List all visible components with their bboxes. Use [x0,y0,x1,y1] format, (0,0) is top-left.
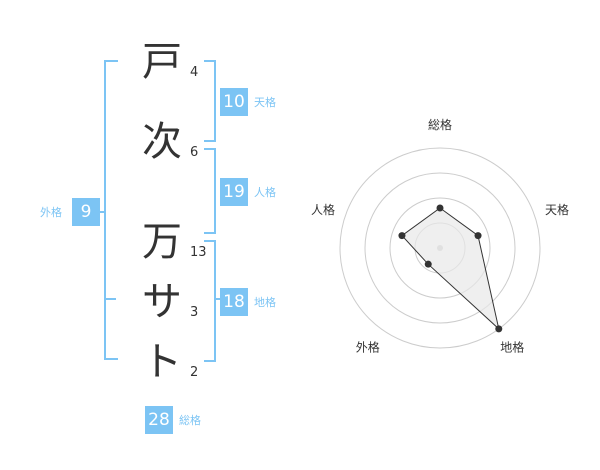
tenkaku-bracket [204,60,216,142]
stroke-count-3: 13 [190,245,207,260]
gaikaku-divider [104,298,116,300]
radar-axis-label: 天格 [545,202,569,217]
name-char-1: 戸 [142,39,182,85]
jinkaku-badge: 19 [220,178,248,206]
jinkaku-label: 人格 [254,186,276,199]
stroke-count-2: 6 [190,145,199,160]
radar-area [401,207,500,331]
radar-point-5 [398,232,406,240]
name-char-2: 次 [142,119,182,165]
radar-point-1 [436,204,444,212]
soukaku-label: 総格 [179,414,201,427]
chikaku-label: 地格 [254,296,276,309]
radar-point-4 [424,260,432,268]
radar-ring [339,147,541,349]
name-char-4: サ [142,279,182,325]
gaikaku-bracket [104,60,118,360]
chikaku-bracket [204,240,216,362]
chikaku-connector [214,298,220,300]
radar-axis-label: 総格 [428,117,452,132]
gaikaku-badge: 9 [72,198,100,226]
radar-axis-label: 人格 [311,202,335,217]
tenkaku-label: 天格 [254,96,276,109]
stroke-count-5: 2 [190,365,199,380]
radar-points [398,204,503,333]
radar-ring [389,197,491,299]
name-char-3: 万 [142,219,182,265]
soukaku-badge: 28 [145,406,173,434]
stroke-count-1: 4 [190,65,199,80]
radar-point-3 [495,325,503,333]
chikaku-badge: 18 [220,288,248,316]
tenkaku-badge: 10 [220,88,248,116]
jinkaku-bracket [204,148,216,234]
radar-axis-label: 地格 [500,340,524,355]
radar-axis-label: 外格 [356,340,380,355]
name-char-5: ト [142,339,182,385]
radar-ring [364,172,516,324]
stroke-count-4: 3 [190,305,199,320]
radar-point-2 [474,232,482,240]
gaikaku-label: 外格 [40,206,62,219]
